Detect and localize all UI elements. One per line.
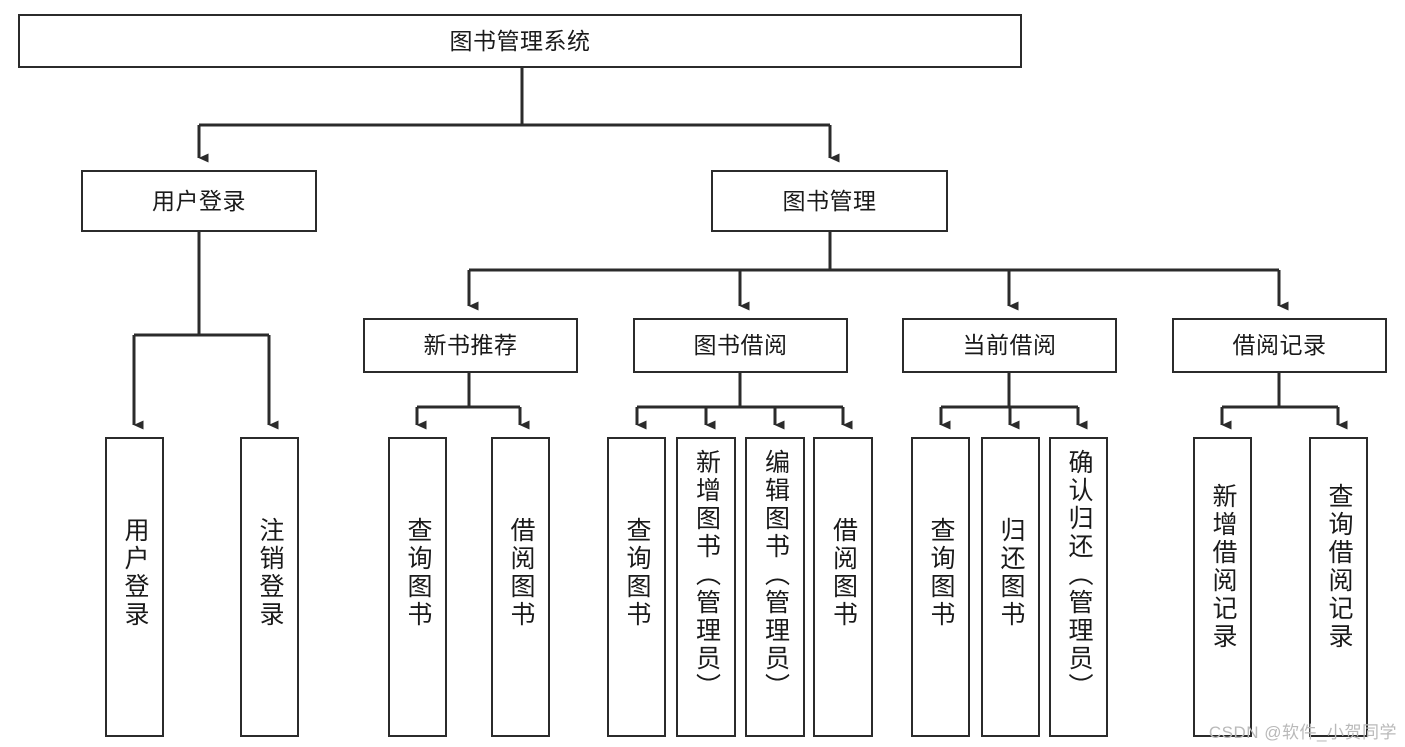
node-leaf-logout[interactable]: 注销登录 bbox=[240, 437, 299, 737]
node-leaf-confirm-return-admin[interactable]: 确认归还（管理员） bbox=[1049, 437, 1108, 737]
node-label: 新增借阅记录 bbox=[1209, 483, 1237, 651]
node-label: 查询借阅记录 bbox=[1325, 483, 1353, 651]
node-leaf-query-book-borrow[interactable]: 查询图书 bbox=[607, 437, 666, 737]
node-book-management[interactable]: 图书管理 bbox=[711, 170, 948, 232]
node-label: 借阅记录 bbox=[1232, 332, 1327, 359]
node-label: 当前借阅 bbox=[962, 332, 1057, 359]
node-new-book-recommend[interactable]: 新书推荐 bbox=[363, 318, 578, 373]
node-borrow-record[interactable]: 借阅记录 bbox=[1172, 318, 1387, 373]
node-leaf-borrow-book-recommend[interactable]: 借阅图书 bbox=[491, 437, 550, 737]
node-label: 图书管理 bbox=[782, 187, 877, 214]
node-book-borrow[interactable]: 图书借阅 bbox=[633, 318, 848, 373]
node-label: 用户登录 bbox=[152, 187, 246, 214]
node-label: 注销登录 bbox=[256, 517, 284, 629]
node-current-borrow[interactable]: 当前借阅 bbox=[902, 318, 1117, 373]
node-leaf-add-book-admin[interactable]: 新增图书（管理员） bbox=[676, 437, 736, 737]
node-leaf-query-book-current[interactable]: 查询图书 bbox=[911, 437, 970, 737]
node-label: 确认归还（管理员） bbox=[1065, 449, 1093, 701]
node-leaf-query-borrow-record[interactable]: 查询借阅记录 bbox=[1309, 437, 1368, 737]
node-leaf-user-login[interactable]: 用户登录 bbox=[105, 437, 164, 737]
node-label: 借阅图书 bbox=[507, 517, 535, 629]
node-label: 用户登录 bbox=[121, 517, 149, 629]
node-label: 图书管理系统 bbox=[449, 27, 591, 54]
node-leaf-query-book-recommend[interactable]: 查询图书 bbox=[388, 437, 447, 737]
node-label: 编辑图书（管理员） bbox=[761, 449, 790, 701]
node-label: 新书推荐 bbox=[423, 332, 518, 359]
node-leaf-return-book[interactable]: 归还图书 bbox=[981, 437, 1040, 737]
node-leaf-edit-book-admin[interactable]: 编辑图书（管理员） bbox=[745, 437, 805, 737]
node-label: 归还图书 bbox=[997, 517, 1025, 629]
node-leaf-borrow-book[interactable]: 借阅图书 bbox=[813, 437, 873, 737]
node-leaf-add-borrow-record[interactable]: 新增借阅记录 bbox=[1193, 437, 1252, 737]
node-label: 借阅图书 bbox=[829, 517, 858, 629]
node-label: 查询图书 bbox=[623, 517, 651, 629]
watermark-text: CSDN @软件_小贺同学 bbox=[1208, 723, 1397, 742]
node-label: 查询图书 bbox=[927, 517, 955, 629]
node-label: 新增图书（管理员） bbox=[692, 449, 721, 701]
node-user-login[interactable]: 用户登录 bbox=[81, 170, 317, 232]
node-label: 查询图书 bbox=[404, 517, 432, 629]
node-label: 图书借阅 bbox=[693, 332, 788, 359]
node-root-book-management-system[interactable]: 图书管理系统 bbox=[18, 14, 1022, 68]
